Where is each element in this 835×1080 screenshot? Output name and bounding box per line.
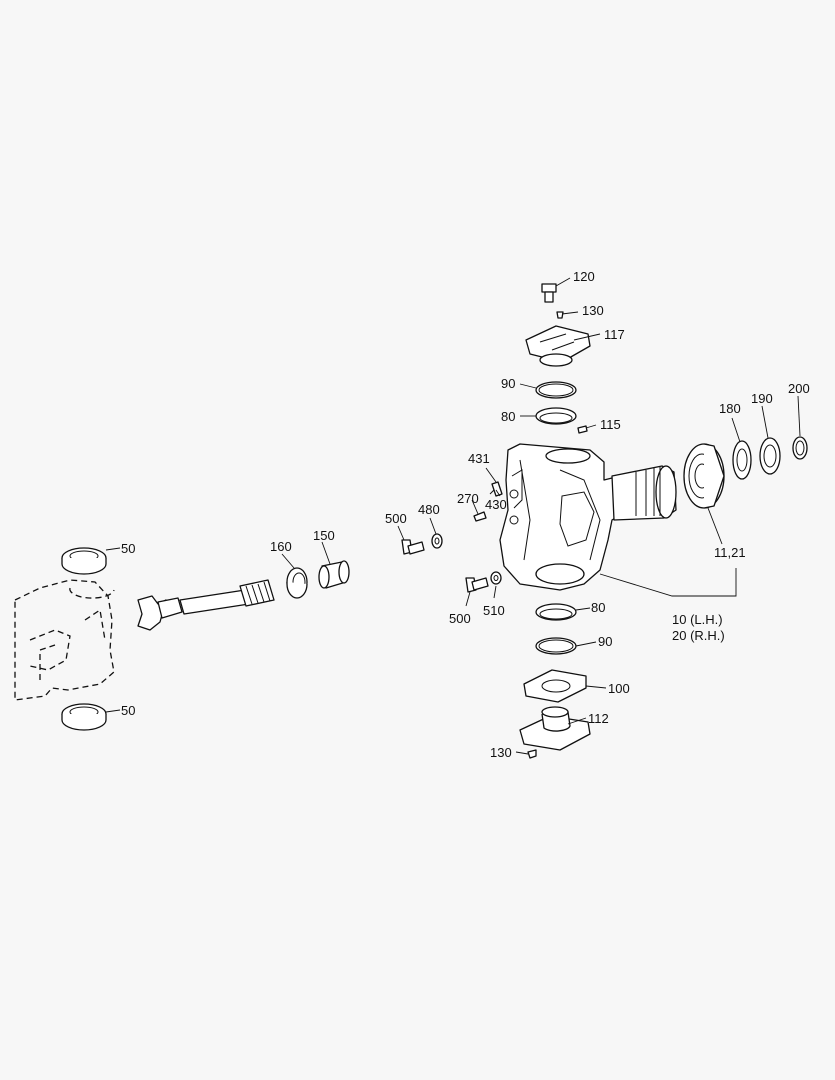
callout-90-lower: 90 xyxy=(598,634,612,649)
callout-430: 430 xyxy=(485,497,507,512)
o-ring-90-upper xyxy=(535,381,577,399)
screw-130-lower xyxy=(527,749,537,759)
callout-50-lower: 50 xyxy=(121,703,135,718)
nut-190 xyxy=(759,437,781,475)
callout-500-upper: 500 xyxy=(385,511,407,526)
o-ring-90-lower xyxy=(535,637,577,655)
gasket-100 xyxy=(523,669,587,703)
lower-cover-112 xyxy=(519,706,591,751)
callout-480: 480 xyxy=(418,502,440,517)
cover-117 xyxy=(525,325,591,367)
callout-labels: 120 130 117 90 80 115 180 190 200 431 27… xyxy=(121,269,810,760)
bushing-150 xyxy=(318,560,350,589)
callout-130-lower: 130 xyxy=(490,745,512,760)
bolt-120 xyxy=(541,283,557,303)
leader-lines xyxy=(105,277,801,755)
washer-480 xyxy=(431,533,443,549)
callout-180: 180 xyxy=(719,401,741,416)
axle-housing-phantom xyxy=(14,579,115,701)
callout-130-upper: 130 xyxy=(582,303,604,318)
callout-10-lh: 10 (L.H.) xyxy=(672,612,723,627)
steering-knuckle-housing xyxy=(499,443,629,591)
bearing-cup-80-upper xyxy=(535,407,577,425)
grease-fitting-430-431 xyxy=(489,481,503,497)
callout-117: 117 xyxy=(604,327,625,342)
callout-115: 115 xyxy=(600,417,621,432)
callout-431: 431 xyxy=(468,451,490,466)
snap-ring-200 xyxy=(792,436,808,460)
callout-20-rh: 20 (R.H.) xyxy=(672,628,725,643)
callout-50-upper: 50 xyxy=(121,541,135,556)
callout-120: 120 xyxy=(573,269,595,284)
callout-80-upper: 80 xyxy=(501,409,515,424)
drive-shaft xyxy=(137,579,275,631)
bolt-500-upper xyxy=(401,539,425,555)
bolt-500-lower xyxy=(465,577,489,593)
plug-115 xyxy=(577,425,588,434)
washer-180 xyxy=(732,440,752,480)
callout-80-lower: 80 xyxy=(591,600,605,615)
callout-90-upper: 90 xyxy=(501,376,515,391)
callout-160: 160 xyxy=(270,539,292,554)
pin-270 xyxy=(473,511,487,522)
bearing-50-upper xyxy=(61,547,107,575)
callout-270: 270 xyxy=(457,491,479,506)
callout-150: 150 xyxy=(313,528,335,543)
bearing-50-lower xyxy=(61,703,107,731)
screw-130-upper xyxy=(556,311,564,319)
callout-112: 112 xyxy=(588,711,609,726)
bearing-cup-80-lower xyxy=(535,603,577,621)
callout-11-21: 11,21 xyxy=(714,545,746,560)
callout-100: 100 xyxy=(608,681,630,696)
callout-500-lower: 500 xyxy=(449,611,471,626)
bearing-160 xyxy=(286,567,308,599)
callout-200: 200 xyxy=(788,381,810,396)
nut-510 xyxy=(490,571,502,585)
hub-11-21 xyxy=(683,443,725,509)
callout-190: 190 xyxy=(751,391,773,406)
spindle xyxy=(611,465,677,521)
callout-510: 510 xyxy=(483,603,505,618)
